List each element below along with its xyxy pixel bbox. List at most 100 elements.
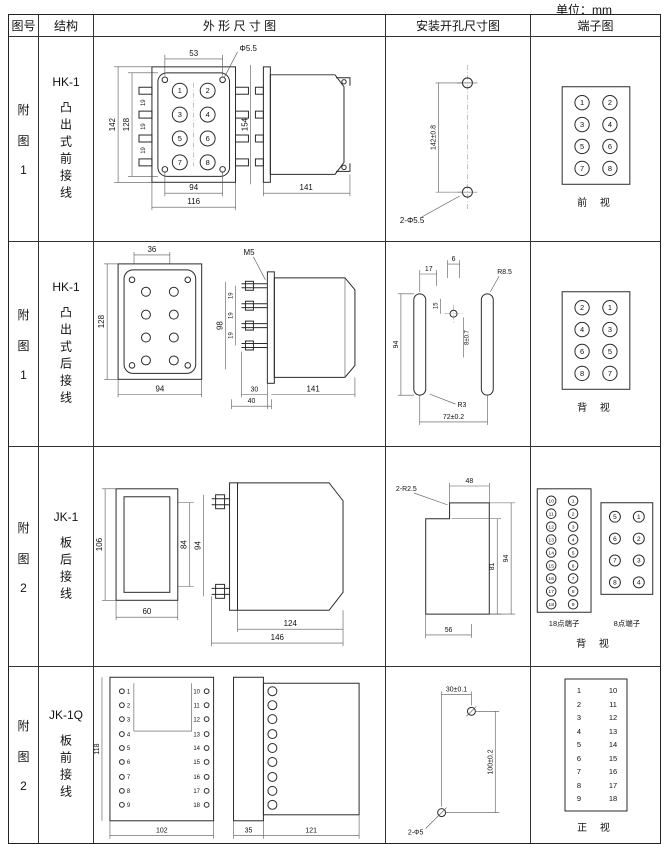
dim-84: 84 <box>180 540 189 549</box>
dim-2-holes: 2-Φ5 <box>408 829 424 836</box>
mounting-cutouts: 17 6 15 94 8±0.7 R8.5 R3 72±0.2 <box>393 256 512 425</box>
structure-label: 板后接线 <box>58 535 73 604</box>
fig-char: 2 <box>20 580 27 595</box>
terminal-num: 16 <box>193 775 200 781</box>
dim-pitch: 19 <box>229 292 235 299</box>
terminal-num: 6 <box>613 536 617 543</box>
dim-pitch: 19 <box>141 99 147 106</box>
dim-124: 124 <box>284 619 298 628</box>
terminal-num: 17 <box>193 789 200 795</box>
header-terminal: 端子图 <box>531 15 660 37</box>
jk1-mounting-drawing: 2-R2.5 48 81 94 56 <box>396 478 516 638</box>
dim-r85: R8.5 <box>497 269 512 276</box>
fig-char: 1 <box>20 368 27 382</box>
unit-label: 单位：mm <box>556 3 612 17</box>
dim-53: 53 <box>189 49 198 58</box>
terminal-num: 4 <box>572 537 575 543</box>
terminal-num: 4 <box>637 580 641 587</box>
dim-pitch: 19 <box>229 312 235 319</box>
terminal-num: 4 <box>127 732 131 738</box>
mounting-holes: 142±0.8 2-Φ5.5 <box>400 65 478 225</box>
terminal-num: 7 <box>572 576 575 582</box>
header-fig-no: 图号 <box>9 15 39 37</box>
terminal-num: 15 <box>548 563 554 569</box>
dim-8: 8±0.7 <box>464 330 470 345</box>
mounting-cell-row2: 17 6 15 94 8±0.7 R8.5 R3 72±0.2 <box>386 242 531 447</box>
front-view: 1 2 3 4 5 6 7 8 <box>138 66 249 183</box>
terminal-num: 18 <box>609 794 617 803</box>
terminal-num: 8 <box>608 164 612 173</box>
dim-40: 40 <box>248 398 256 405</box>
terminal-num: 7 <box>127 775 131 781</box>
terminal-num: 1 <box>637 514 641 521</box>
dim-hole: Φ5.5 <box>240 44 258 53</box>
terminal-num: 8 <box>572 589 575 595</box>
dim-106: 106 <box>95 537 104 551</box>
structure-label: 凸出式后接线 <box>58 306 73 408</box>
mounting-holes: 30±0.1 100±0.2 2-Φ5 <box>408 686 500 836</box>
terminal-num: 4 <box>206 110 210 119</box>
terminal-num: 12 <box>609 713 617 722</box>
fig-char: 附 <box>17 308 30 322</box>
terminal-num: 8 <box>127 789 131 795</box>
terminal-num: 18 <box>548 602 554 608</box>
terminal-num: 4 <box>580 325 584 334</box>
dim-121: 121 <box>305 828 317 835</box>
terminal-num: 6 <box>572 563 575 569</box>
terminal-num: 2 <box>577 700 581 709</box>
terminal-num: 14 <box>193 746 200 752</box>
terminal-num: 1 <box>608 303 612 312</box>
side-view: 154 141 <box>240 64 351 197</box>
terminal-num: 3 <box>577 713 581 722</box>
terminal-num: 5 <box>178 134 182 143</box>
terminal-num: 2 <box>206 86 210 95</box>
header-outline: 外 形 尺 寸 图 <box>94 15 386 37</box>
hk1-front-outline-drawing: 1 2 3 4 5 6 7 8 53 Φ5.5 142 128 <box>108 44 351 211</box>
jk1-outline-drawing: 106 60 84 94 124 <box>95 482 344 647</box>
view-caption: 背 视 <box>576 637 614 650</box>
terminal-num: 16 <box>609 767 617 776</box>
fig-no-row3: 附 图 2 <box>9 447 39 667</box>
terminal-num: 3 <box>580 120 584 129</box>
dim-30: 30±0.1 <box>446 686 467 693</box>
terminal-num: 11 <box>194 703 201 709</box>
terminal-num: 8 <box>206 158 210 167</box>
view-caption: 前 视 <box>577 196 615 209</box>
terminal-num: 15 <box>193 760 200 766</box>
side-view: 35 121 <box>233 676 360 839</box>
dim-94: 94 <box>155 384 164 393</box>
dim-pitch: 19 <box>229 332 235 339</box>
terminal-num: 2 <box>608 98 612 107</box>
terminal-num: 7 <box>580 164 584 173</box>
terminal-num: 1 <box>572 499 575 505</box>
hk1-rear-outline-drawing: 36 128 94 M5 98 19 <box>97 245 356 410</box>
dim-141: 141 <box>306 384 320 393</box>
terminal-num: 2 <box>637 536 641 543</box>
terminal-18pt: 10 1 11 2 12 3 13 4 14 5 15 6 16 7 17 8 … <box>536 488 592 628</box>
jk1q-outline-drawing: 1 2 3 4 5 6 7 8 9 10 11 12 13 14 15 <box>94 676 360 839</box>
rear-view: 36 128 94 <box>97 245 203 398</box>
terminal-num: 7 <box>577 767 581 776</box>
dim-6: 6 <box>452 256 456 263</box>
dim-128: 128 <box>97 314 106 328</box>
terminal-num: 5 <box>608 347 612 356</box>
terminal-num: 14 <box>609 740 617 749</box>
label-8pt: 8点端子 <box>614 618 641 628</box>
fig-char: 图 <box>17 134 30 148</box>
terminal-cell-row4: 1 2 3 4 5 6 7 8 9 10 11 12 13 14 15 16 1… <box>531 667 660 843</box>
spec-table: 图号 结构 外 形 尺 寸 图 安装开孔尺寸图 端子图 附 图 1 HK-1 凸… <box>8 14 661 844</box>
terminal-num: 3 <box>127 717 131 723</box>
dim-94: 94 <box>194 541 203 550</box>
dim-146: 146 <box>271 633 285 642</box>
outline-cell-row1: 1 2 3 4 5 6 7 8 53 Φ5.5 142 128 <box>94 37 386 242</box>
model-label: JK-1Q <box>48 708 83 722</box>
terminal-num: 7 <box>613 558 617 565</box>
terminal-num: 10 <box>609 686 617 695</box>
dim-94: 94 <box>503 554 510 562</box>
fig-no-row2: 附 图 1 <box>9 242 39 447</box>
mounting-cell-row4: 30±0.1 100±0.2 2-Φ5 <box>386 667 531 843</box>
outline-cell-row2: 36 128 94 M5 98 19 <box>94 242 386 447</box>
dim-r3: R3 <box>458 402 467 409</box>
dim-pitch: 19 <box>141 146 147 153</box>
header-structure: 结构 <box>39 15 94 37</box>
